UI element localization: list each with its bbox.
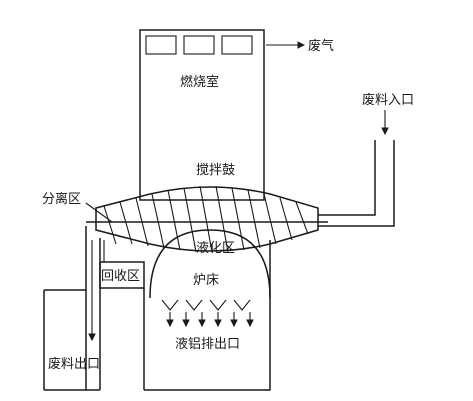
liquefaction-dome (149, 229, 271, 299)
stirring-drum-label: 搅拌鼓 (196, 162, 235, 178)
combustion-chamber-label: 燃烧室 (180, 74, 219, 90)
separation-zone-leader (85, 202, 113, 223)
furnace-bed-burners (161, 299, 251, 311)
furnace-left-walls (85, 226, 145, 390)
separation-zone-label: 分离区 (42, 191, 81, 207)
stirring-drum-body (95, 186, 319, 252)
furnace-bed-label: 炉床 (193, 273, 219, 288)
liquefaction-zone-label: 液化区 (196, 241, 235, 256)
furnace-shell (144, 240, 271, 391)
waste-inlet-label: 废料入口 (362, 92, 414, 108)
exhaust-vents (145, 35, 253, 55)
exhaust-label: 废气 (308, 38, 334, 54)
stirring-blades (103, 185, 309, 253)
recovery-zone-label: 回收区 (101, 269, 140, 284)
feed-pipe (318, 140, 395, 227)
waste-outlet-label: 废料出口 (48, 356, 100, 372)
waste-outlet-chute (43, 289, 100, 391)
molten-outflow-arrows (166, 312, 254, 328)
molten-aluminum-outlet-label: 液铝排出口 (175, 337, 240, 352)
